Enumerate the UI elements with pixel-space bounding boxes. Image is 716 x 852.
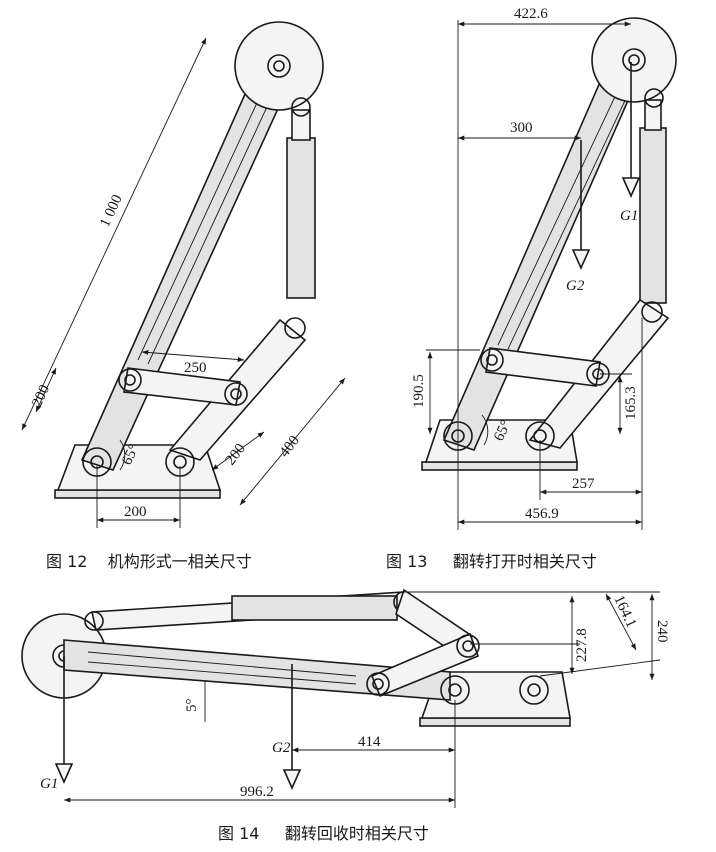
cylinder-13 (639, 127, 667, 304)
base-plate-13 (421, 461, 578, 471)
upper-pulley (234, 21, 324, 111)
figure-13-mechanism: G1 G2 422.6 300 190.5 65° 165.3 257 456.… (411, 6, 677, 530)
link-bar-13 (485, 347, 601, 387)
caption-fig12: 图 12 机构形式一相关尺寸 (46, 552, 252, 571)
dim-1000: 1 000 (97, 192, 126, 229)
caption-fig14: 图 14 翻转回收时相关尺寸 (218, 824, 429, 843)
dim-456: 456.9 (525, 506, 559, 522)
load-g2-arrow-14 (282, 769, 302, 790)
dim-200-right: 200 (223, 441, 249, 469)
load-g2-label: G2 (566, 278, 585, 294)
load-g2-label-14: G2 (272, 740, 291, 756)
load-g1-arrow (621, 177, 641, 198)
base-plate-14 (419, 717, 571, 727)
load-g1-label-14: G1 (40, 776, 58, 792)
dim-300: 300 (510, 120, 533, 136)
dim-200-base: 200 (124, 504, 147, 520)
cylinder (286, 137, 316, 299)
dim-200-left: 200 (29, 383, 53, 410)
dim-996: 996.2 (240, 784, 274, 800)
dim-165: 165.3 (623, 386, 639, 420)
dim-422: 422.6 (514, 6, 548, 22)
main-arm (80, 63, 294, 471)
dim-257: 257 (572, 476, 595, 492)
upper-pulley-13 (591, 17, 677, 103)
dim-414: 414 (358, 734, 381, 750)
dim-240: 240 (654, 620, 670, 643)
cylinder-14 (231, 595, 398, 621)
figure-12-mechanism: 1 000 250 200 200 65° 200 400 (21, 21, 346, 528)
dim-5deg: 5° (184, 699, 200, 713)
dim-250: 250 (184, 360, 207, 376)
load-g2-arrow (571, 249, 591, 270)
dim-227: 227.8 (574, 628, 590, 662)
dim-164: 164.1 (610, 593, 639, 630)
main-arm-13 (442, 48, 647, 451)
load-g1-label: G1 (620, 208, 638, 224)
base-plate (54, 489, 221, 499)
load-g1-arrow-14 (54, 763, 74, 784)
caption-fig13: 图 13 翻转打开时相关尺寸 (386, 552, 597, 571)
dim-190: 190.5 (411, 374, 427, 408)
figure-14-mechanism: G1 G2 5° 414 996.2 227.8 164.1 240 (21, 588, 670, 808)
